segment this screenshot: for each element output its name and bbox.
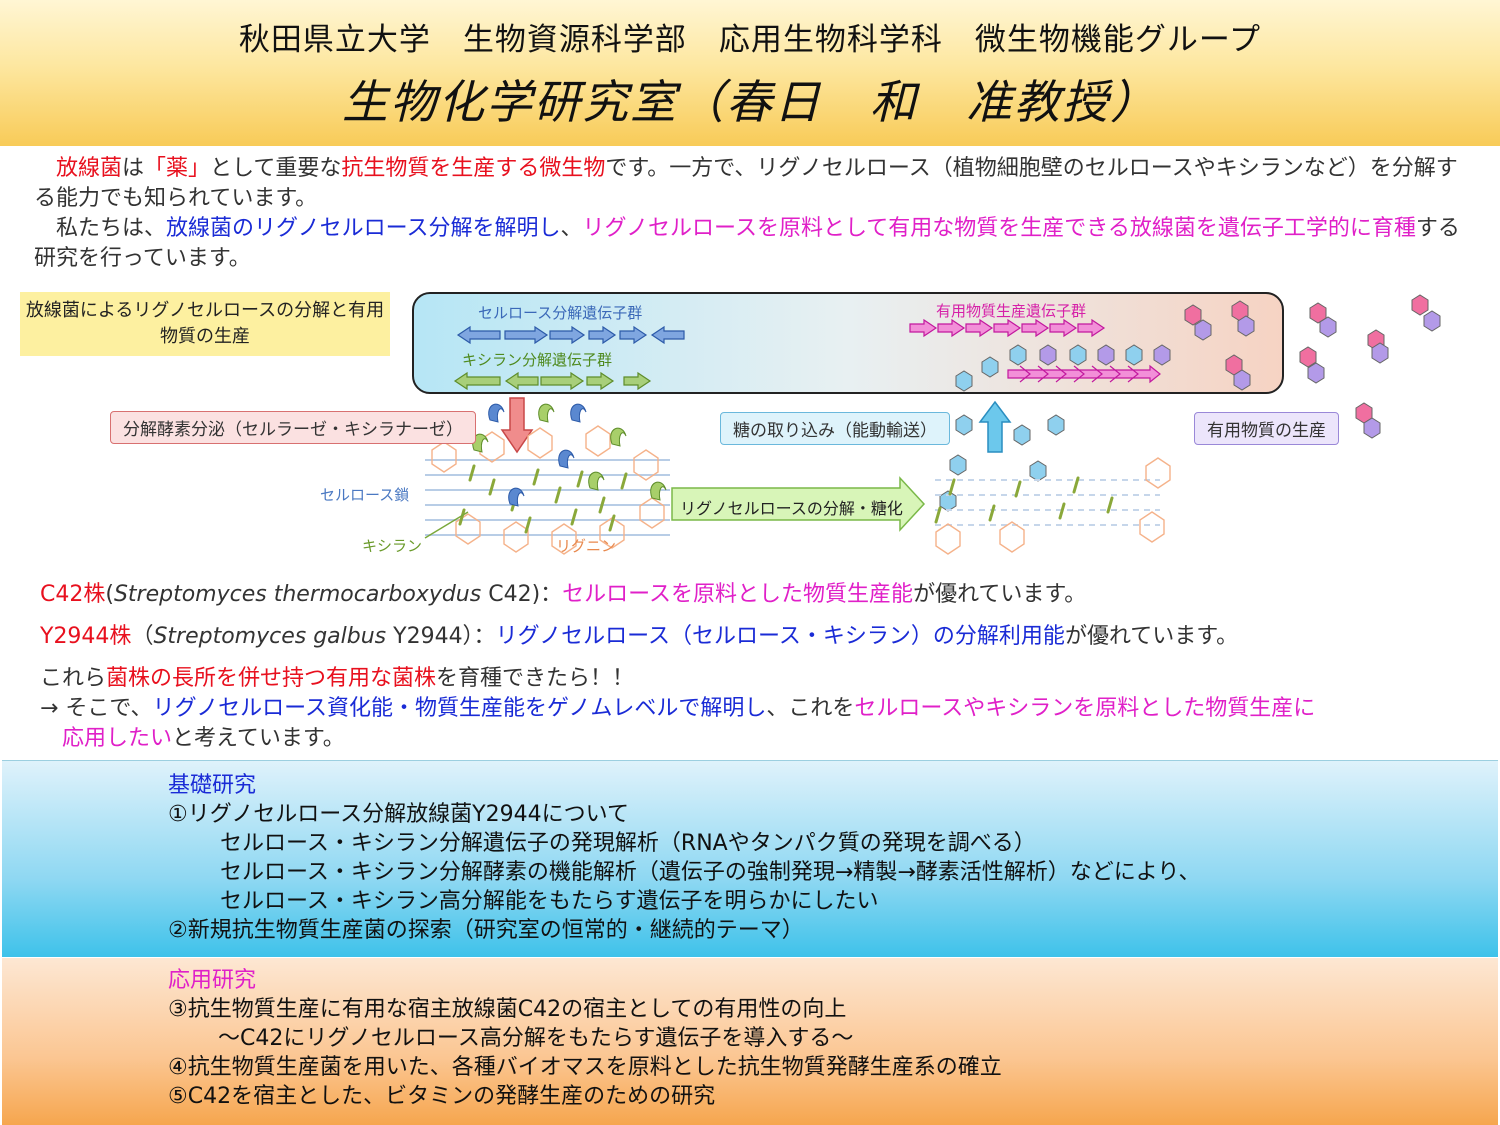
uptake-arrow: [978, 400, 1012, 453]
text-segment: Streptomyces thermocarboxydus: [113, 582, 482, 607]
secretion-arrow: [500, 397, 534, 454]
cellulase-enzymes: [488, 403, 587, 507]
text-segment: C42株: [40, 582, 106, 607]
text-segment: が優れています。: [913, 582, 1087, 607]
text-segment: を育種できたら！！: [436, 666, 635, 691]
strain-descriptions: C42株(Streptomyces thermocarboxydus C42)：…: [40, 574, 1480, 658]
text-segment: は: [122, 156, 145, 181]
cellulose-chain-label: セルロース鎖: [320, 486, 410, 504]
text-segment: 菌株の長所を併せ持つ有用な菌株: [106, 666, 437, 691]
text-segment: 抗生物質を生産する微生物: [341, 156, 606, 181]
xylan-pointer: [424, 511, 469, 539]
intro-text: 放線菌は「薬」として重要な抗生物質を生産する微生物です。一方で、リグノセルロース…: [34, 154, 1474, 274]
text-segment: が優れています。: [1064, 624, 1239, 649]
sugar-uptake-label: 糖の取り込み（能動輸送）: [720, 412, 950, 445]
header-banner: [0, 0, 1500, 146]
text-segment: Y2944株: [40, 624, 132, 649]
production-label: 有用物質の生産: [1194, 412, 1339, 445]
text-segment: 私たちは、: [34, 216, 167, 241]
xylanase-enzymes: [472, 403, 667, 501]
applied-item-5: ⑤C42を宿主とした、ビタミンの発酵生産のための研究: [168, 1084, 716, 1109]
applied-research-section: 応用研究 ③抗生物質生産に有用な宿主放線菌C42の宿主としての有用性の向上 ～C…: [2, 958, 1498, 1125]
text-segment: 応用したい: [62, 726, 173, 751]
basic-research-section: 基礎研究 ①リグノセルロース分解放線菌Y2944について セルロース・キシラン分…: [2, 760, 1498, 957]
text-segment: リグノセルロース資化能・物質生産能をゲノムレベルで解明し: [152, 696, 767, 721]
strain-c42: C42株(Streptomyces thermocarboxydus C42)：…: [40, 574, 1480, 616]
xylanase-genes-label: キシラン分解遺伝子群: [462, 351, 613, 369]
lignin-label: リグニン: [556, 537, 617, 555]
text-segment: リグノセルロースを原料として有用な物質を生産できる放線菌を遺伝子工学的に育種: [582, 216, 1416, 241]
applied-research-heading: 応用研究: [168, 968, 257, 993]
conclusion-line-1: これら菌株の長所を併せ持つ有用な菌株を育種できたら！！: [40, 664, 1480, 694]
applied-sub-3: ～C42にリグノセルロース高分解をもたらす遺伝子を導入する～: [218, 1026, 854, 1051]
cellulase-gene-arrows: [456, 325, 685, 345]
text-segment: Y2944）：: [386, 624, 496, 649]
applied-item-4: ④抗生物質生産菌を用いた、各種バイオマスを原料とした抗生物質発酵生産系の確立: [168, 1055, 1002, 1080]
xylan-label: キシラン: [362, 537, 423, 555]
degradation-label: リグノセルロースの分解・糖化: [680, 499, 903, 518]
useful-genes-label: 有用物質生産遺伝子群: [936, 302, 1087, 320]
text-segment: 放線菌のリグノセルロース分解を解明し: [166, 216, 561, 241]
text-segment: 「薬」: [144, 156, 211, 181]
intro-paragraph-2: 私たちは、放線菌のリグノセルロース分解を解明し、リグノセルロースを原料として有用…: [34, 214, 1474, 274]
lab-title: 生物化学研究室（春日 和 准教授）: [342, 75, 1158, 129]
text-segment: セルロースやキシランを原料とした物質生産に: [854, 696, 1316, 721]
text-segment: → そこで、: [40, 696, 153, 721]
text-segment: する研究を行っています。: [34, 216, 1460, 271]
conclusion-text: これら菌株の長所を併せ持つ有用な菌株を育種できたら！！ → そこで、リグノセルロ…: [40, 664, 1480, 754]
secretion-label: 分解酵素分泌（セルラーゼ・キシラナーゼ）: [110, 411, 476, 444]
text-segment: セルロースを原料とした物質生産能: [562, 582, 914, 607]
affiliation-line: 秋田県立大学 生物資源科学部 応用生物科学科 微生物機能グループ: [238, 22, 1262, 58]
lignocellulose-substrate-right: [934, 457, 1171, 555]
diagram-title: 放線菌によるリグノセルロースの分解と有用物質の生産: [20, 292, 390, 356]
text-segment: C42)：: [481, 582, 563, 607]
strain-y2944: Y2944株（Streptomyces galbus Y2944）：リグノセルロ…: [40, 616, 1480, 658]
text-segment: 放線菌: [34, 156, 123, 181]
basic-item-2: ②新規抗生物質生産菌の探索（研究室の恒常的・継続的テーマ）: [168, 918, 804, 943]
text-segment: [40, 726, 62, 751]
lignocellulose-substrate-left: [425, 425, 670, 555]
conclusion-line-2: → そこで、リグノセルロース資化能・物質生産能をゲノムレベルで解明し、これをセル…: [40, 694, 1480, 724]
basic-sub-1: セルロース・キシラン分解遺伝子の発現解析（RNAやタンパク質の発現を調べる）: [220, 831, 1036, 856]
conclusion-line-3: 応用したいと考えています。: [40, 724, 1480, 754]
text-segment: リグノセルロース（セルロース・キシラン）の分解利用能: [495, 624, 1065, 649]
product-molecules: [939, 294, 1441, 512]
cellulase-genes-label: セルロース分解遺伝子群: [478, 304, 643, 322]
text-segment: と考えています。: [172, 726, 345, 751]
diagram-graphics: [424, 294, 1441, 555]
text-segment: として重要な: [210, 156, 342, 181]
text-segment: Streptomyces galbus: [153, 624, 387, 649]
intro-paragraph-1: 放線菌は「薬」として重要な抗生物質を生産する微生物です。一方で、リグノセルロース…: [34, 154, 1474, 214]
text-segment: 、: [560, 216, 583, 241]
text-segment: 、これを: [766, 696, 855, 721]
useful-product-gene-arrows: [909, 318, 1161, 384]
basic-research-heading: 基礎研究: [168, 773, 257, 798]
degradation-arrow: [671, 476, 926, 532]
basic-item-1: ①リグノセルロース分解放線菌Y2944について: [168, 802, 629, 827]
xylanase-gene-arrows: [453, 371, 652, 391]
text-segment: （: [131, 624, 154, 649]
basic-sub-2: セルロース・キシラン分解酵素の機能解析（遺伝子の強制発現→精製→酵素活性解析）な…: [220, 860, 1201, 885]
text-segment: これら: [40, 666, 107, 691]
text-segment: (: [105, 582, 114, 607]
applied-item-3: ③抗生物質生産に有用な宿主放線菌C42の宿主としての有用性の向上: [168, 997, 847, 1022]
basic-sub-3: セルロース・キシラン高分解能をもたらす遺伝子を明らかにしたい: [220, 889, 879, 914]
text-segment: です。一方で、リグノセルロース（植物細胞壁のセルロースやキシランなど）を分解する…: [34, 156, 1458, 211]
